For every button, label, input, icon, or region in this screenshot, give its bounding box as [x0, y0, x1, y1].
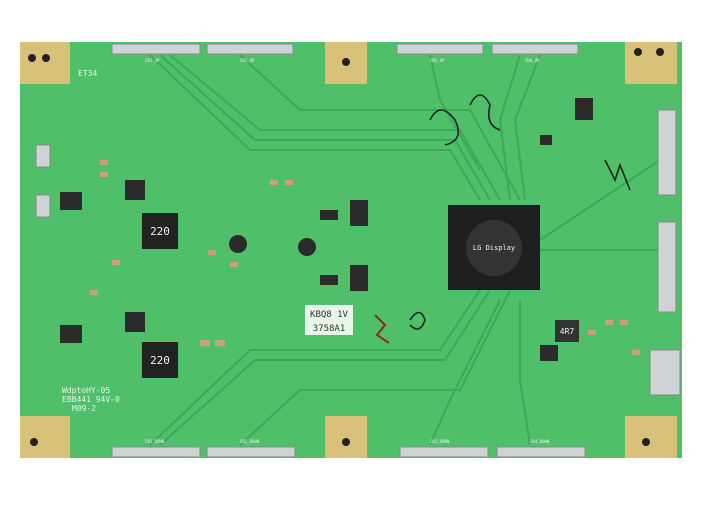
- handwritten-marks: [374, 94, 631, 344]
- ics: [60, 98, 593, 361]
- mounting-pads: [20, 42, 677, 458]
- inductor-label: 220: [150, 354, 170, 367]
- model-label: WdptoHY-05: [62, 386, 110, 395]
- panel-code-sticker: [305, 305, 353, 335]
- trace-bundle: [149, 54, 661, 446]
- svg-text:CN1_DOWN: CN1_DOWN: [145, 439, 165, 444]
- chip-brand-label: LG Display: [473, 244, 515, 252]
- svg-text:CN2_UP: CN2_UP: [240, 58, 255, 63]
- model-label: M09-2: [72, 404, 96, 413]
- passives: [90, 160, 640, 355]
- inductors: [142, 213, 579, 378]
- panel-code-line1: KBQ8 1V: [310, 310, 349, 320]
- svg-text:CN3_UP: CN3_UP: [430, 58, 445, 63]
- connectors: [35, 43, 681, 458]
- connector-labels: CN1_UP CN2_UP CN3_UP CN4_UP CN1_DOWN CN2_DO…: [145, 58, 550, 444]
- svg-text:CN4_UP: CN4_UP: [525, 58, 540, 63]
- model-label: EBB441 94V-0: [62, 395, 120, 404]
- chip-die: [466, 220, 522, 276]
- svg-text:CN1_UP: CN1_UP: [145, 58, 160, 63]
- panel-code-line2: 3758A1: [313, 324, 346, 334]
- svg-text:CN4_DOWN: CN4_DOWN: [530, 439, 550, 444]
- mounting-holes: [28, 48, 664, 446]
- svg-text:CN3_DOWN: CN3_DOWN: [430, 439, 450, 444]
- inductor-label: 220: [150, 225, 170, 238]
- inductor-label: 4R7: [560, 327, 575, 336]
- board-code-label: ET34: [78, 69, 97, 78]
- svg-text:CN2_DOWN: CN2_DOWN: [240, 439, 260, 444]
